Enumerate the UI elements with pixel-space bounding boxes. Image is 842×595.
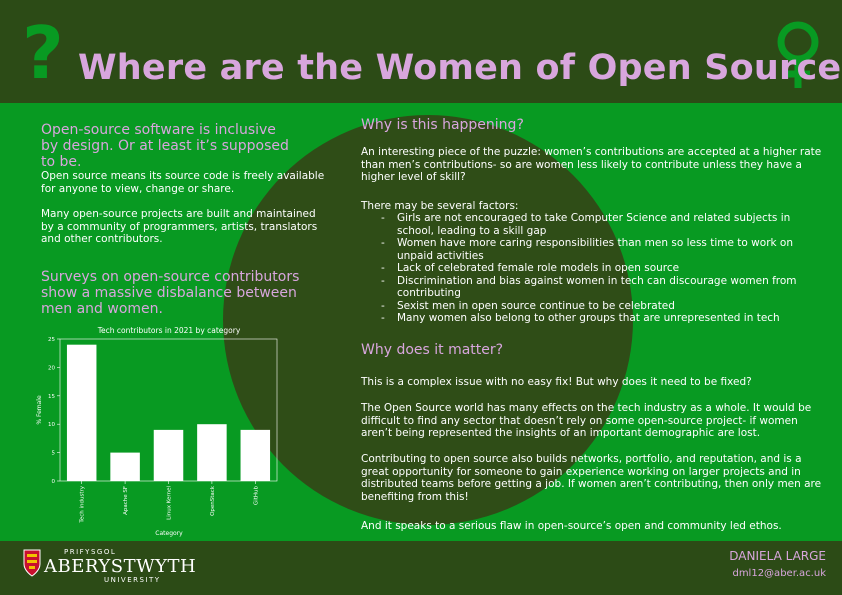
survey-heading: Surveys on open-source contributors show… [41, 269, 300, 317]
page-title: Where are the Women of Open Source? [78, 48, 842, 88]
y-tick-label: 20 [48, 365, 55, 371]
why-heading: Why is this happening? [361, 117, 524, 133]
factor-item: Girls are not encouraged to take Compute… [381, 212, 821, 237]
y-tick-label: 25 [48, 337, 55, 343]
factor-item: Many women also belong to other groups t… [381, 312, 821, 325]
logo-text-main: ABERYSTWYTH [44, 556, 197, 577]
x-tick-label: Tech industry [80, 485, 86, 523]
y-tick-label: 0 [52, 479, 56, 485]
factor-item: Sexist men in open source continue to be… [381, 300, 821, 313]
logo-text-top: PRIFYSGOL [64, 548, 117, 556]
matter-heading: Why does it matter? [361, 342, 504, 358]
factors-intro: There may be several factors: [361, 200, 519, 212]
intro-paragraph-2: Many open-source projects are built and … [41, 208, 318, 245]
y-tick-label: 5 [52, 451, 56, 457]
x-tick-label: Apache SF [123, 486, 129, 515]
chart-bar [197, 424, 227, 481]
intro-paragraph-1: Open source means its source code is fre… [41, 170, 325, 195]
author-name: DANIELA LARGE [729, 549, 826, 563]
logo-text-bottom: UNIVERSITY [104, 576, 161, 584]
chart-bar [110, 452, 140, 481]
intro-heading: Open-source software is inclusive by des… [41, 122, 289, 170]
chart-title: Tech contributors in 2021 by category [97, 326, 241, 335]
factor-item: Lack of celebrated female role models in… [381, 262, 821, 275]
y-tick-label: 10 [48, 422, 55, 428]
matter-paragraph-4: And it speaks to a serious flaw in open-… [361, 520, 782, 532]
x-tick-label: OpenStack [210, 485, 216, 516]
why-paragraph: An interesting piece of the puzzle: wome… [361, 146, 822, 183]
chart-x-label: Category [155, 530, 183, 537]
chart-bar [66, 344, 97, 481]
university-crest-icon [23, 549, 41, 577]
matter-paragraph-3: Contributing to open source also builds … [361, 453, 822, 503]
matter-paragraph-2: The Open Source world has many effects o… [361, 402, 812, 439]
factor-item: Women have more caring responsibilities … [381, 237, 821, 262]
chart-y-label: % Female [36, 395, 43, 425]
chart-bar [153, 429, 184, 481]
factor-item: Discrimination and bias against women in… [381, 275, 821, 300]
matter-paragraph-1: This is a complex issue with no easy fix… [361, 376, 752, 388]
factors-list: Girls are not encouraged to take Compute… [381, 212, 821, 325]
header-band [0, 0, 842, 103]
author-email: dml12@aber.ac.uk [732, 568, 826, 579]
footer-band [0, 541, 842, 595]
contributors-bar-chart: Tech contributors in 2021 by category % … [36, 326, 278, 537]
chart-bar [240, 429, 271, 481]
question-mark-icon: ? [22, 11, 64, 95]
x-tick-label: Linux Kernel [167, 486, 173, 520]
venus-symbol-icon [777, 21, 819, 88]
y-tick-label: 15 [48, 394, 55, 400]
x-tick-label: GitHub [253, 485, 259, 505]
